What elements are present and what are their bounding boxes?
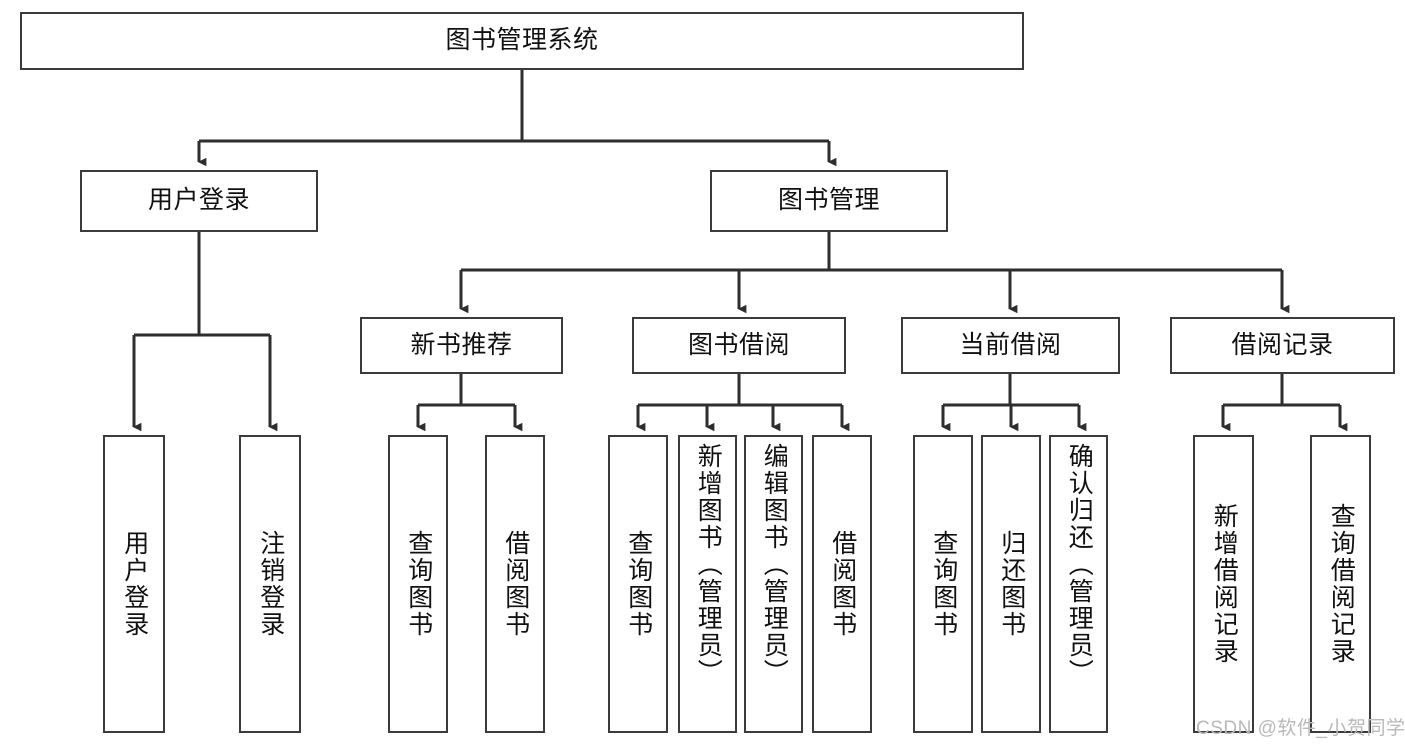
node-root[interactable]: 图书管理系统 <box>20 12 1024 70</box>
leaf-query-book-recommend[interactable]: 查询图书 <box>388 435 448 733</box>
leaf-query-book-borrow[interactable]: 查询图书 <box>608 435 668 733</box>
node-new-book-recommend[interactable]: 新书推荐 <box>360 317 563 374</box>
node-borrow-record[interactable]: 借阅记录 <box>1170 317 1395 374</box>
leaf-edit-book-admin[interactable]: 编辑图书（管理员） <box>744 435 803 733</box>
leaf-borrow-book-borrow[interactable]: 借阅图书 <box>812 435 872 733</box>
leaf-add-borrow-record[interactable]: 新增借阅记录 <box>1193 435 1254 733</box>
leaf-confirm-return-admin[interactable]: 确认归还（管理员） <box>1049 435 1108 733</box>
leaf-borrow-book-recommend[interactable]: 借阅图书 <box>485 435 545 733</box>
watermark-text: CSDN @软件_小贺同学 <box>1196 718 1405 739</box>
node-current-borrow[interactable]: 当前借阅 <box>901 317 1120 374</box>
node-user-login[interactable]: 用户登录 <box>80 170 318 232</box>
leaf-user-logout[interactable]: 注销登录 <box>239 435 301 733</box>
leaf-return-book[interactable]: 归还图书 <box>981 435 1041 733</box>
leaf-user-login[interactable]: 用户登录 <box>103 435 165 733</box>
node-book-management[interactable]: 图书管理 <box>710 170 948 232</box>
leaf-query-borrow-record[interactable]: 查询借阅记录 <box>1310 435 1371 733</box>
node-book-borrow[interactable]: 图书借阅 <box>632 317 846 374</box>
leaf-add-book-admin[interactable]: 新增图书（管理员） <box>678 435 737 733</box>
leaf-query-book-current[interactable]: 查询图书 <box>913 435 973 733</box>
